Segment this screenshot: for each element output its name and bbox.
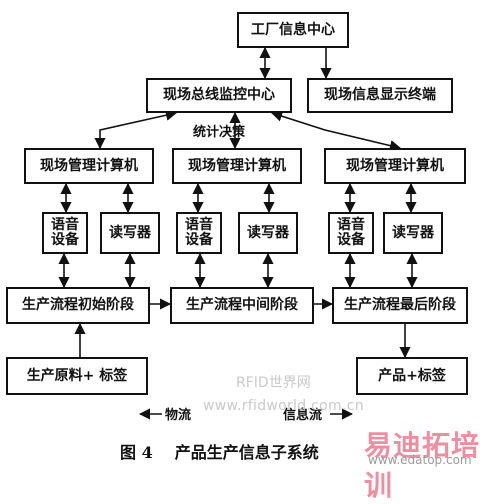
figure-caption: 图 4 产品生产信息子系统 [120, 439, 319, 463]
figure-number: 图 4 [120, 443, 153, 462]
field-info-display-terminal: 现场信息显示终端 [307, 78, 453, 113]
field-mgmt-computer-2: 现场管理计算机 [172, 148, 302, 184]
field-mgmt-computer-3: 现场管理计算机 [324, 148, 466, 184]
field-mgmt-computer-1: 现场管理计算机 [24, 148, 154, 184]
rfidworld-url-watermark: www.rfidworld.com.cn [203, 398, 364, 414]
fieldbus-monitor-center: 现场总线监控中心 [146, 78, 292, 113]
connector-lines [58, 46, 418, 420]
product-tag: 产品+标签 [356, 357, 468, 395]
voice-device-1: 语音 设备 [42, 212, 88, 254]
factory-info-center: 工厂信息中心 [237, 12, 349, 48]
reader-writer-3: 读写器 [383, 212, 443, 254]
voice-device-3: 语音 设备 [328, 212, 374, 254]
reader-writer-2: 读写器 [238, 212, 298, 254]
voice-device-2: 语音 设备 [176, 212, 222, 254]
stage-initial: 生产流程初始阶段 [6, 287, 150, 324]
statistics-decision-label: 统计决策 [193, 125, 246, 140]
edge-bus-mgmt1 [94, 109, 178, 150]
edge-bus-mgmt3 [270, 110, 402, 152]
figure-title: 产品生产信息子系统 [174, 443, 319, 462]
stage-middle: 生产流程中间阶段 [170, 287, 314, 324]
info-flow-label: 信息流 [283, 408, 323, 423]
reader-writer-1: 读写器 [100, 212, 160, 254]
raw-material-tag: 生产原料+ 标签 [6, 357, 148, 395]
edatop-url-watermark: www.edatop.com [368, 453, 472, 467]
stage-final: 生产流程最后阶段 [332, 287, 468, 324]
material-flow-label: 物流 [165, 408, 192, 423]
rfidworld-watermark: RFID世界网 [236, 375, 311, 391]
